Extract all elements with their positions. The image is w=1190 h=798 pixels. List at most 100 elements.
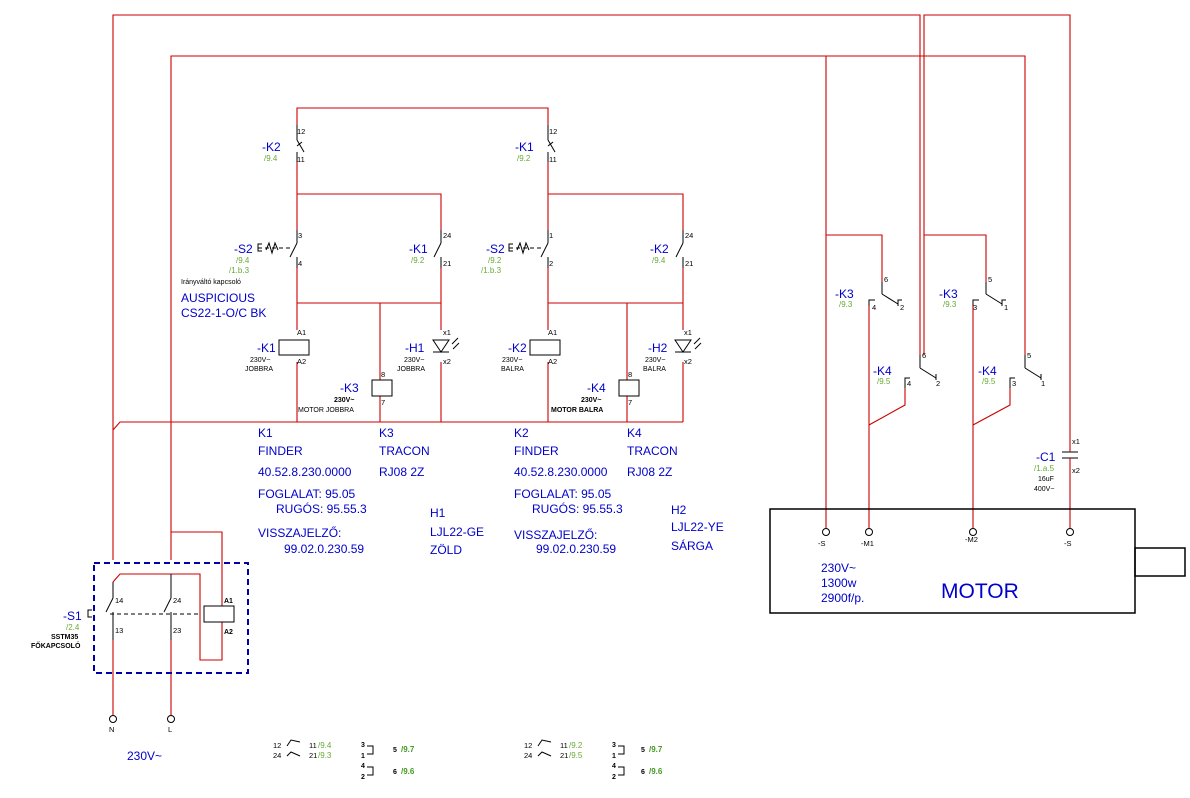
info-line: 99.02.0.230.59 bbox=[536, 542, 616, 556]
h1-tag: -H1 bbox=[405, 341, 425, 355]
info-line: RUGÓS: 95.55.3 bbox=[532, 501, 623, 516]
svg-text:5: 5 bbox=[641, 747, 645, 754]
pin-label: 5 bbox=[1027, 351, 1031, 360]
pin-label: x2 bbox=[1072, 466, 1080, 475]
k3b-ref: /9.3 bbox=[943, 300, 957, 309]
motor-voltage: 230V~ bbox=[821, 561, 856, 575]
xref-left: 12 11 /9.4 24 21 /9.3 3 1 5 /9.7 4 2 6 /… bbox=[273, 741, 415, 781]
pin-label: 3 bbox=[298, 231, 302, 240]
pin-label: 24 bbox=[685, 231, 693, 240]
info-line: FOGLALAT: 95.05 bbox=[514, 487, 611, 501]
s2-right-tag: -S2 bbox=[234, 242, 253, 256]
k3-coil-name: MOTOR JOBBRA bbox=[298, 407, 354, 414]
info-line: SÁRGA bbox=[671, 538, 713, 553]
info-h2: H2 LJL22-YE SÁRGA bbox=[671, 503, 724, 553]
info-line: VISSZAJELZŐ: bbox=[514, 527, 597, 542]
pin-label: 14 bbox=[115, 596, 123, 605]
svg-text:12: 12 bbox=[273, 741, 281, 750]
info-k2: K2 FINDER 40.52.8.230.0000 FOGLALAT: 95.… bbox=[514, 426, 623, 556]
pin-label: 6 bbox=[884, 275, 888, 284]
pin-label: 4 bbox=[872, 303, 876, 312]
k1-self-tag: -K1 bbox=[409, 242, 428, 256]
svg-text:2: 2 bbox=[361, 774, 365, 781]
pin-label: 7 bbox=[628, 398, 632, 407]
info-line: RUGÓS: 95.55.3 bbox=[276, 501, 367, 516]
k2-self-tag: -K2 bbox=[650, 242, 669, 256]
pin-label: 4 bbox=[907, 379, 911, 388]
svg-text:4: 4 bbox=[612, 763, 616, 770]
k1-interlock-ref: /9.2 bbox=[517, 154, 531, 163]
info-line: 40.52.8.230.0000 bbox=[514, 465, 608, 479]
pin-label: 21 bbox=[685, 259, 693, 268]
svg-text:4: 4 bbox=[361, 763, 365, 770]
svg-text:6: 6 bbox=[641, 769, 645, 776]
svg-text:24: 24 bbox=[273, 751, 281, 760]
svg-text:/9.2: /9.2 bbox=[569, 741, 583, 750]
k3-coil-voltage: 230V~ bbox=[334, 397, 354, 404]
motor-power: 1300w bbox=[821, 576, 857, 590]
info-line: VISSZAJELZŐ: bbox=[258, 525, 341, 540]
k2-self-ref: /9.4 bbox=[652, 256, 666, 265]
svg-text:12: 12 bbox=[524, 741, 532, 750]
motor-speed: 2900f/p. bbox=[821, 591, 864, 605]
pin-label: 2 bbox=[549, 259, 553, 268]
wires bbox=[112, 14, 1071, 715]
pin-label: A2 bbox=[548, 357, 557, 366]
h2-tag: -H2 bbox=[648, 341, 668, 355]
info-line: K3 bbox=[379, 426, 394, 440]
s2-brand: AUSPICIOUS bbox=[181, 291, 255, 305]
s1-tag: -S1 bbox=[63, 609, 82, 623]
pin-label: 24 bbox=[443, 231, 451, 240]
info-h1: H1 LJL22-GE ZÖLD bbox=[430, 506, 484, 557]
c1-value: 16uF bbox=[1038, 476, 1054, 483]
k1-coil-tag: -K1 bbox=[257, 341, 276, 355]
motor-terminal-label: -M2 bbox=[965, 535, 978, 544]
svg-text:/9.4: /9.4 bbox=[318, 741, 332, 750]
pin-label: x2 bbox=[684, 357, 692, 366]
s2-right-ref2: /1.b.3 bbox=[229, 266, 250, 275]
pin-label: 12 bbox=[549, 127, 557, 136]
info-line: TRACON bbox=[379, 444, 430, 458]
pin-label: 5 bbox=[988, 275, 992, 284]
info-line: 99.02.0.230.59 bbox=[284, 542, 364, 556]
info-line: FINDER bbox=[258, 444, 303, 458]
info-line: H1 bbox=[430, 506, 446, 520]
c1-voltage: 400V~ bbox=[1034, 486, 1054, 493]
info-line: K4 bbox=[627, 426, 642, 440]
h1-name: JOBBRA bbox=[397, 366, 425, 373]
pin-label: 11 bbox=[297, 155, 305, 164]
pin-label: 13 bbox=[115, 626, 123, 635]
s2-left-ref1: /9.2 bbox=[488, 256, 502, 265]
info-line: RJ08 2Z bbox=[379, 465, 424, 479]
info-line: FOGLALAT: 95.05 bbox=[258, 487, 355, 501]
k4b-tag: -K4 bbox=[978, 364, 997, 378]
pin-label: x1 bbox=[684, 328, 692, 337]
svg-text:24: 24 bbox=[524, 751, 532, 760]
pin-label: 1 bbox=[549, 231, 553, 240]
supply-l-label: L bbox=[168, 725, 172, 734]
k4b-ref: /9.5 bbox=[982, 377, 996, 386]
pin-label: 12 bbox=[297, 127, 305, 136]
info-line: ZÖLD bbox=[430, 543, 462, 557]
s2-left-ref2: /1.b.3 bbox=[481, 266, 502, 275]
info-line: H2 bbox=[671, 503, 687, 517]
pin-label: 11 bbox=[549, 155, 557, 164]
motor-title: MOTOR bbox=[941, 580, 1019, 603]
pin-label: A1 bbox=[297, 328, 306, 337]
supply-voltage: 230V~ bbox=[127, 749, 162, 763]
s2-left-tag: -S2 bbox=[486, 242, 505, 256]
svg-text:11: 11 bbox=[309, 741, 317, 750]
svg-text:/9.5: /9.5 bbox=[569, 751, 583, 760]
pin-label: 1 bbox=[1004, 303, 1008, 312]
k2-interlock-tag: -K2 bbox=[262, 140, 281, 154]
pin-label: 7 bbox=[381, 398, 385, 407]
pin-label: 21 bbox=[443, 259, 451, 268]
svg-text:6: 6 bbox=[393, 769, 397, 776]
motor-terminal-label: -S bbox=[1064, 539, 1072, 548]
svg-text:21: 21 bbox=[309, 751, 317, 760]
contacts bbox=[87, 125, 1186, 776]
s1-model: SSTM35 bbox=[51, 634, 78, 641]
pin-label: 3 bbox=[973, 303, 977, 312]
k4a-tag: -K4 bbox=[873, 364, 892, 378]
s1-ref: /2.4 bbox=[66, 623, 80, 632]
